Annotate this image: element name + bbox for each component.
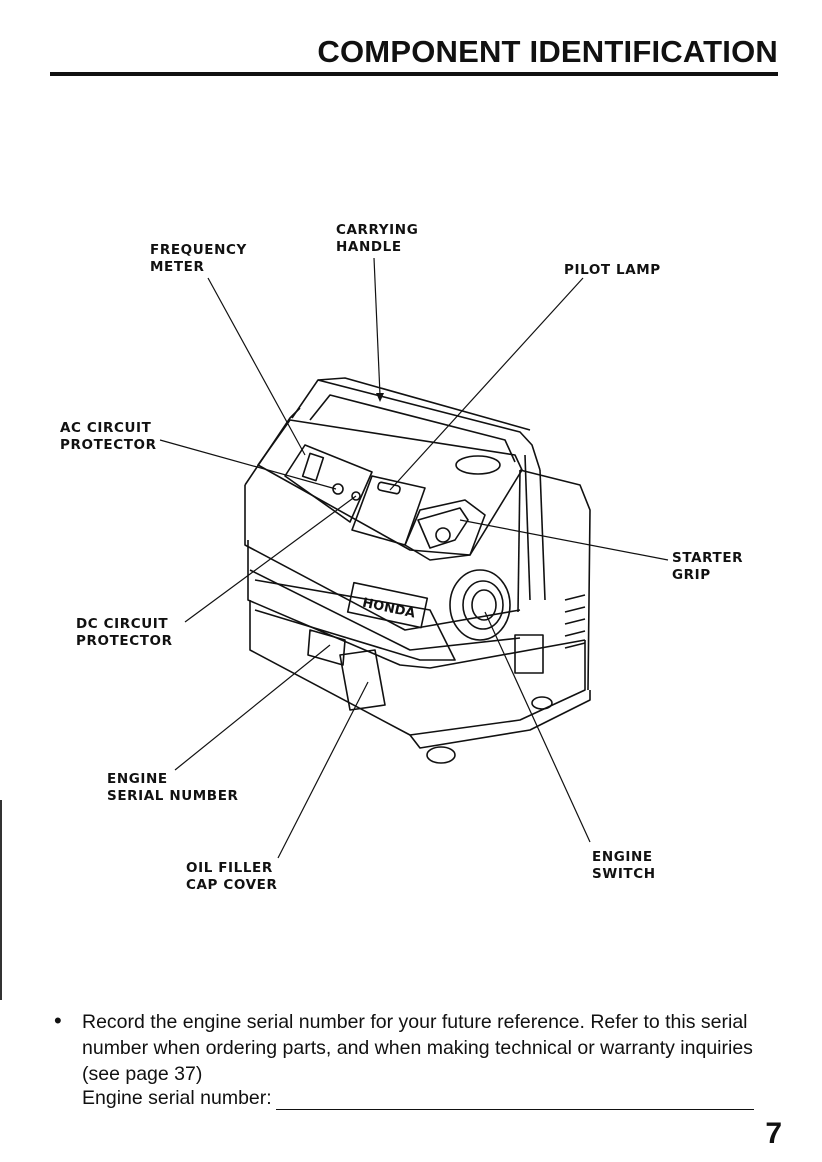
title-rule <box>50 72 778 76</box>
carrying-handle <box>291 379 541 471</box>
lower-body <box>247 540 586 669</box>
carrying-handle-leader <box>373 257 381 396</box>
pilot-lamp-leader <box>389 277 584 491</box>
rear-outlet <box>514 634 544 674</box>
ac-circuit-protector-button <box>332 483 344 495</box>
engine-switch-leader <box>484 611 591 843</box>
carrying-handle-arrowhead <box>376 393 384 402</box>
rear-vents <box>564 594 586 649</box>
generator-diagram: HONDA <box>159 257 669 859</box>
engine-serial-number-leader <box>174 644 331 771</box>
control-panel <box>257 419 523 556</box>
dc-circuit-protector-button <box>351 491 361 501</box>
frequency-meter-leader <box>207 277 306 456</box>
label-pilot-lamp: PILOT LAMP <box>564 262 661 278</box>
pilot-lamp <box>377 481 401 495</box>
serial-number-blank <box>275 1091 754 1110</box>
serial-number-note: Record the engine serial number for your… <box>82 1011 753 1085</box>
starter-grip-leader <box>459 519 669 561</box>
front-foot <box>426 746 456 764</box>
front-panel <box>254 579 456 661</box>
serial-number-label: Engine serial number: <box>82 1087 272 1109</box>
starter-grip-housing <box>404 499 486 561</box>
rear-panel <box>519 469 591 691</box>
serial-number-field: Engine serial number: <box>82 1087 754 1110</box>
ac-breaker <box>301 452 325 482</box>
dc-circuit-protector-leader <box>184 495 357 623</box>
honda-logo-text: HONDA <box>361 596 417 622</box>
bullet-point: • <box>54 1008 62 1033</box>
page-number: 7 <box>765 1117 782 1150</box>
honda-logo-plate <box>346 581 429 629</box>
ac-circuit-protector-leader <box>159 439 337 490</box>
body-outline <box>244 485 521 631</box>
fuel-cap <box>455 455 501 475</box>
engine-switch-knob <box>449 569 511 641</box>
serial-number-plate <box>307 629 346 666</box>
frequency-meter-window <box>284 444 373 523</box>
page-title: COMPONENT IDENTIFICATION <box>317 34 778 69</box>
starter-grip <box>417 507 469 549</box>
margin-line <box>0 800 2 1000</box>
pilot-lamp-panel <box>351 475 426 546</box>
oil-filler-cap-cover-leader <box>277 681 369 859</box>
oil-filler-cap-cover <box>339 649 386 711</box>
base-outline <box>249 600 586 736</box>
